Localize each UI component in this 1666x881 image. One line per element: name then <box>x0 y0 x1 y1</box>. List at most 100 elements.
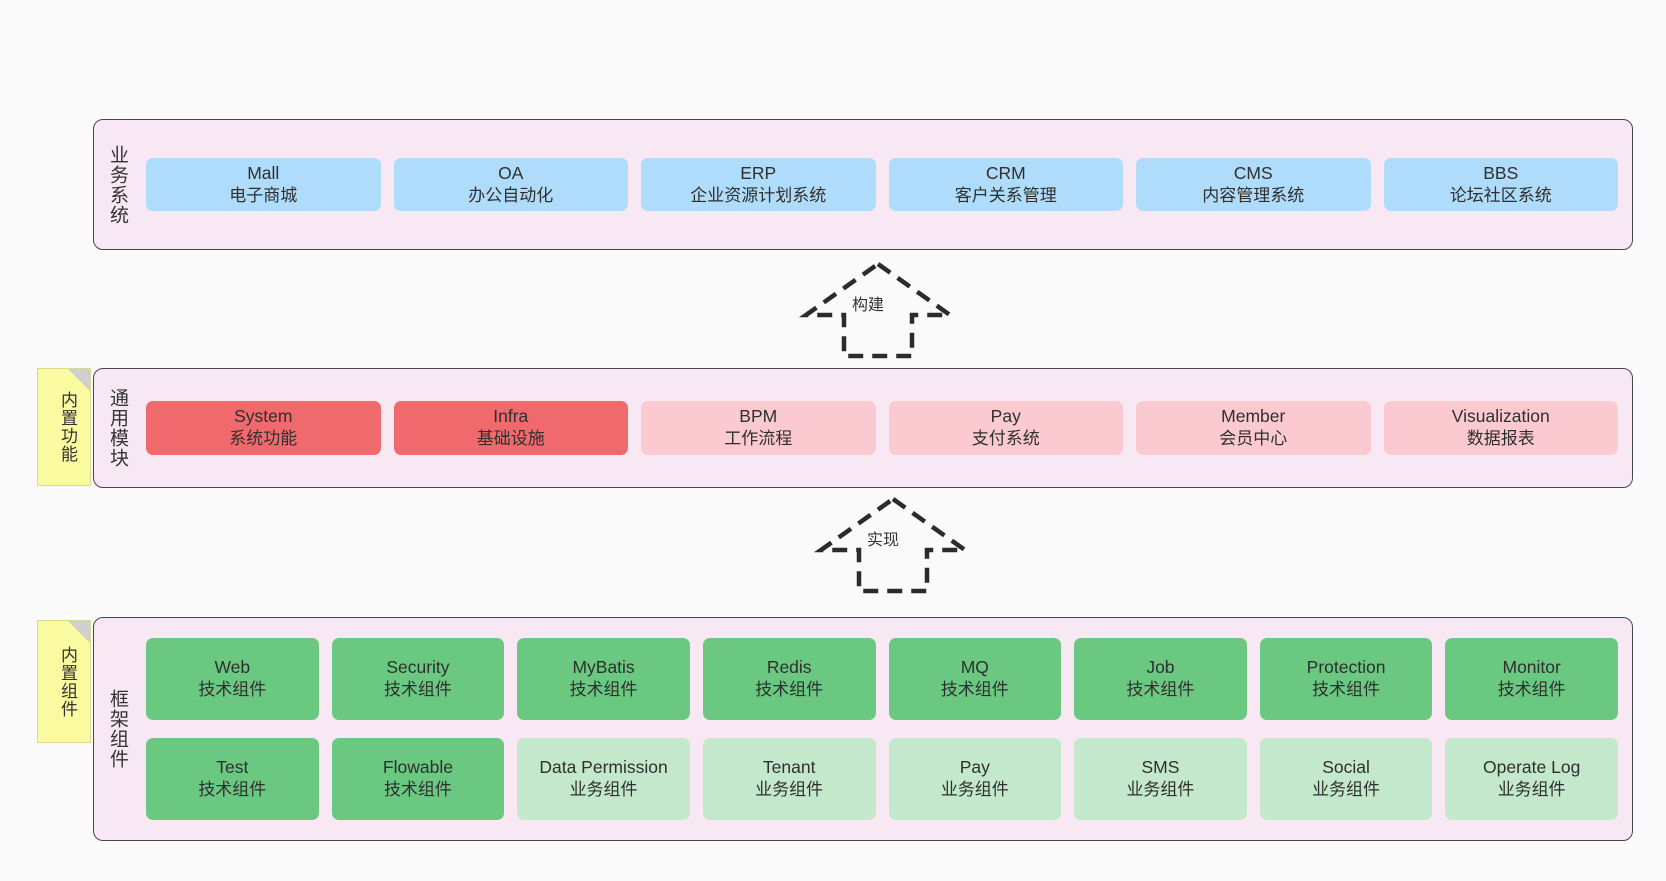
card-title: ERP <box>740 162 777 183</box>
card-title: Flowable <box>382 757 453 778</box>
card-title: Protection <box>1306 657 1386 678</box>
layer-body-common-modules: System 系统功能 Infra 基础设施 BPM 工作流程 Pay 支付系统… <box>140 369 1632 487</box>
card-subtitle: 内容管理系统 <box>1202 185 1305 205</box>
card-subtitle: 技术组件 <box>198 680 267 700</box>
card-subtitle: 业务组件 <box>1497 780 1566 800</box>
card-title: Infra <box>493 406 529 427</box>
card-infra[interactable]: Infra 基础设施 <box>393 401 628 455</box>
card-title: System <box>234 406 293 427</box>
card-subtitle: 会员中心 <box>1219 429 1288 449</box>
card-title: BPM <box>739 406 778 427</box>
card-operate-log[interactable]: Operate Log 业务组件 <box>1445 738 1618 820</box>
card-data-permission[interactable]: Data Permission 业务组件 <box>517 738 690 820</box>
card-test[interactable]: Test 技术组件 <box>146 738 319 820</box>
card-title: Monitor <box>1502 657 1561 678</box>
card-subtitle: 基础设施 <box>476 429 545 449</box>
card-subtitle: 技术组件 <box>198 780 267 800</box>
card-flowable[interactable]: Flowable 技术组件 <box>331 738 505 820</box>
card-title: Social <box>1322 757 1370 778</box>
layer-framework-components: 框架组件 Web 技术组件 Security 技术组件 MyBatis 技术组件… <box>93 617 1633 841</box>
note-builtin-features: 内置功能 <box>37 368 91 486</box>
card-subtitle: 技术组件 <box>940 680 1009 700</box>
card-subtitle: 业务组件 <box>1126 780 1195 800</box>
card-subtitle: 支付系统 <box>971 429 1040 449</box>
card-redis[interactable]: Redis 技术组件 <box>702 638 876 720</box>
card-member[interactable]: Member 会员中心 <box>1136 401 1371 455</box>
card-oa[interactable]: OA 办公自动化 <box>393 157 628 212</box>
connector-implement-label: 实现 <box>867 532 900 549</box>
card-title: Pay <box>990 406 1021 427</box>
card-row: Web 技术组件 Security 技术组件 MyBatis 技术组件 Redi… <box>146 638 1618 720</box>
connector-build-label: 构建 <box>852 297 885 314</box>
card-title: Job <box>1146 657 1175 678</box>
card-subtitle: 数据报表 <box>1466 429 1535 449</box>
card-title: Web <box>214 657 251 678</box>
layer-common-modules: 通用模块 System 系统功能 Infra 基础设施 BPM 工作流程 Pay… <box>93 368 1633 488</box>
card-erp[interactable]: ERP 企业资源计划系统 <box>641 157 876 212</box>
card-subtitle: 论坛社区系统 <box>1449 185 1552 205</box>
layer-title-framework-components: 框架组件 <box>107 689 129 769</box>
card-title: Member <box>1221 406 1286 427</box>
card-mybatis[interactable]: MyBatis 技术组件 <box>517 638 690 720</box>
card-system[interactable]: System 系统功能 <box>146 401 381 455</box>
layer-title-business-systems: 业务系统 <box>107 144 129 225</box>
card-title: Pay <box>959 757 990 778</box>
card-title: Visualization <box>1451 406 1550 427</box>
card-protection[interactable]: Protection 技术组件 <box>1259 638 1433 720</box>
card-sms[interactable]: SMS 业务组件 <box>1074 738 1247 820</box>
card-subtitle: 技术组件 <box>569 680 638 700</box>
card-subtitle: 电子商城 <box>229 185 298 205</box>
card-title: BBS <box>1483 162 1519 183</box>
card-title: SMS <box>1141 757 1180 778</box>
card-title: OA <box>498 162 524 183</box>
card-subtitle: 技术组件 <box>383 780 452 800</box>
card-title: Tenant <box>762 757 816 778</box>
card-subtitle: 业务组件 <box>569 780 638 800</box>
note-builtin-components: 内置组件 <box>37 620 91 743</box>
card-title: MQ <box>960 657 989 678</box>
card-subtitle: 技术组件 <box>1312 680 1381 700</box>
card-subtitle: 技术组件 <box>755 680 824 700</box>
card-title: Test <box>216 757 249 778</box>
layer-business-systems: 业务系统 Mall 电子商城 OA 办公自动化 ERP 企业资源计划系统 CRM… <box>93 119 1633 250</box>
card-title: Data Permission <box>539 757 668 778</box>
card-subtitle: 企业资源计划系统 <box>690 185 827 205</box>
card-title: Operate Log <box>1483 757 1581 778</box>
card-social[interactable]: Social 业务组件 <box>1259 738 1433 820</box>
card-pay-business[interactable]: Pay 业务组件 <box>888 738 1062 820</box>
card-row: Test 技术组件 Flowable 技术组件 Data Permission … <box>146 738 1618 820</box>
card-mq[interactable]: MQ 技术组件 <box>888 638 1062 720</box>
card-title: CRM <box>985 162 1026 183</box>
card-monitor[interactable]: Monitor 技术组件 <box>1445 638 1618 720</box>
card-tenant[interactable]: Tenant 业务组件 <box>702 738 876 820</box>
card-pay[interactable]: Pay 支付系统 <box>888 401 1123 455</box>
card-visualization[interactable]: Visualization 数据报表 <box>1383 401 1618 455</box>
card-subtitle: 工作流程 <box>724 429 793 449</box>
card-title: Redis <box>766 657 812 678</box>
card-subtitle: 技术组件 <box>1497 680 1566 700</box>
card-job[interactable]: Job 技术组件 <box>1074 638 1247 720</box>
layer-title-common-modules: 通用模块 <box>107 388 129 468</box>
layer-body-framework-components: Web 技术组件 Security 技术组件 MyBatis 技术组件 Redi… <box>140 618 1632 840</box>
card-title: CMS <box>1233 162 1273 183</box>
card-subtitle: 客户关系管理 <box>954 185 1057 205</box>
card-row: System 系统功能 Infra 基础设施 BPM 工作流程 Pay 支付系统… <box>146 401 1618 455</box>
note-label: 内置功能 <box>58 391 78 463</box>
card-bpm[interactable]: BPM 工作流程 <box>641 401 876 455</box>
card-cms[interactable]: CMS 内容管理系统 <box>1136 157 1371 212</box>
card-subtitle: 技术组件 <box>1126 680 1195 700</box>
card-subtitle: 业务组件 <box>755 780 824 800</box>
card-web[interactable]: Web 技术组件 <box>146 638 319 720</box>
note-label: 内置组件 <box>58 645 78 718</box>
card-subtitle: 系统功能 <box>229 429 298 449</box>
card-title: Security <box>386 657 450 678</box>
card-security[interactable]: Security 技术组件 <box>331 638 505 720</box>
card-subtitle: 办公自动化 <box>468 185 554 205</box>
card-crm[interactable]: CRM 客户关系管理 <box>888 157 1123 212</box>
card-row: Mall 电子商城 OA 办公自动化 ERP 企业资源计划系统 CRM 客户关系… <box>146 157 1618 212</box>
card-mall[interactable]: Mall 电子商城 <box>146 157 381 212</box>
card-title: MyBatis <box>572 657 635 678</box>
card-bbs[interactable]: BBS 论坛社区系统 <box>1383 157 1618 212</box>
card-subtitle: 技术组件 <box>383 680 452 700</box>
